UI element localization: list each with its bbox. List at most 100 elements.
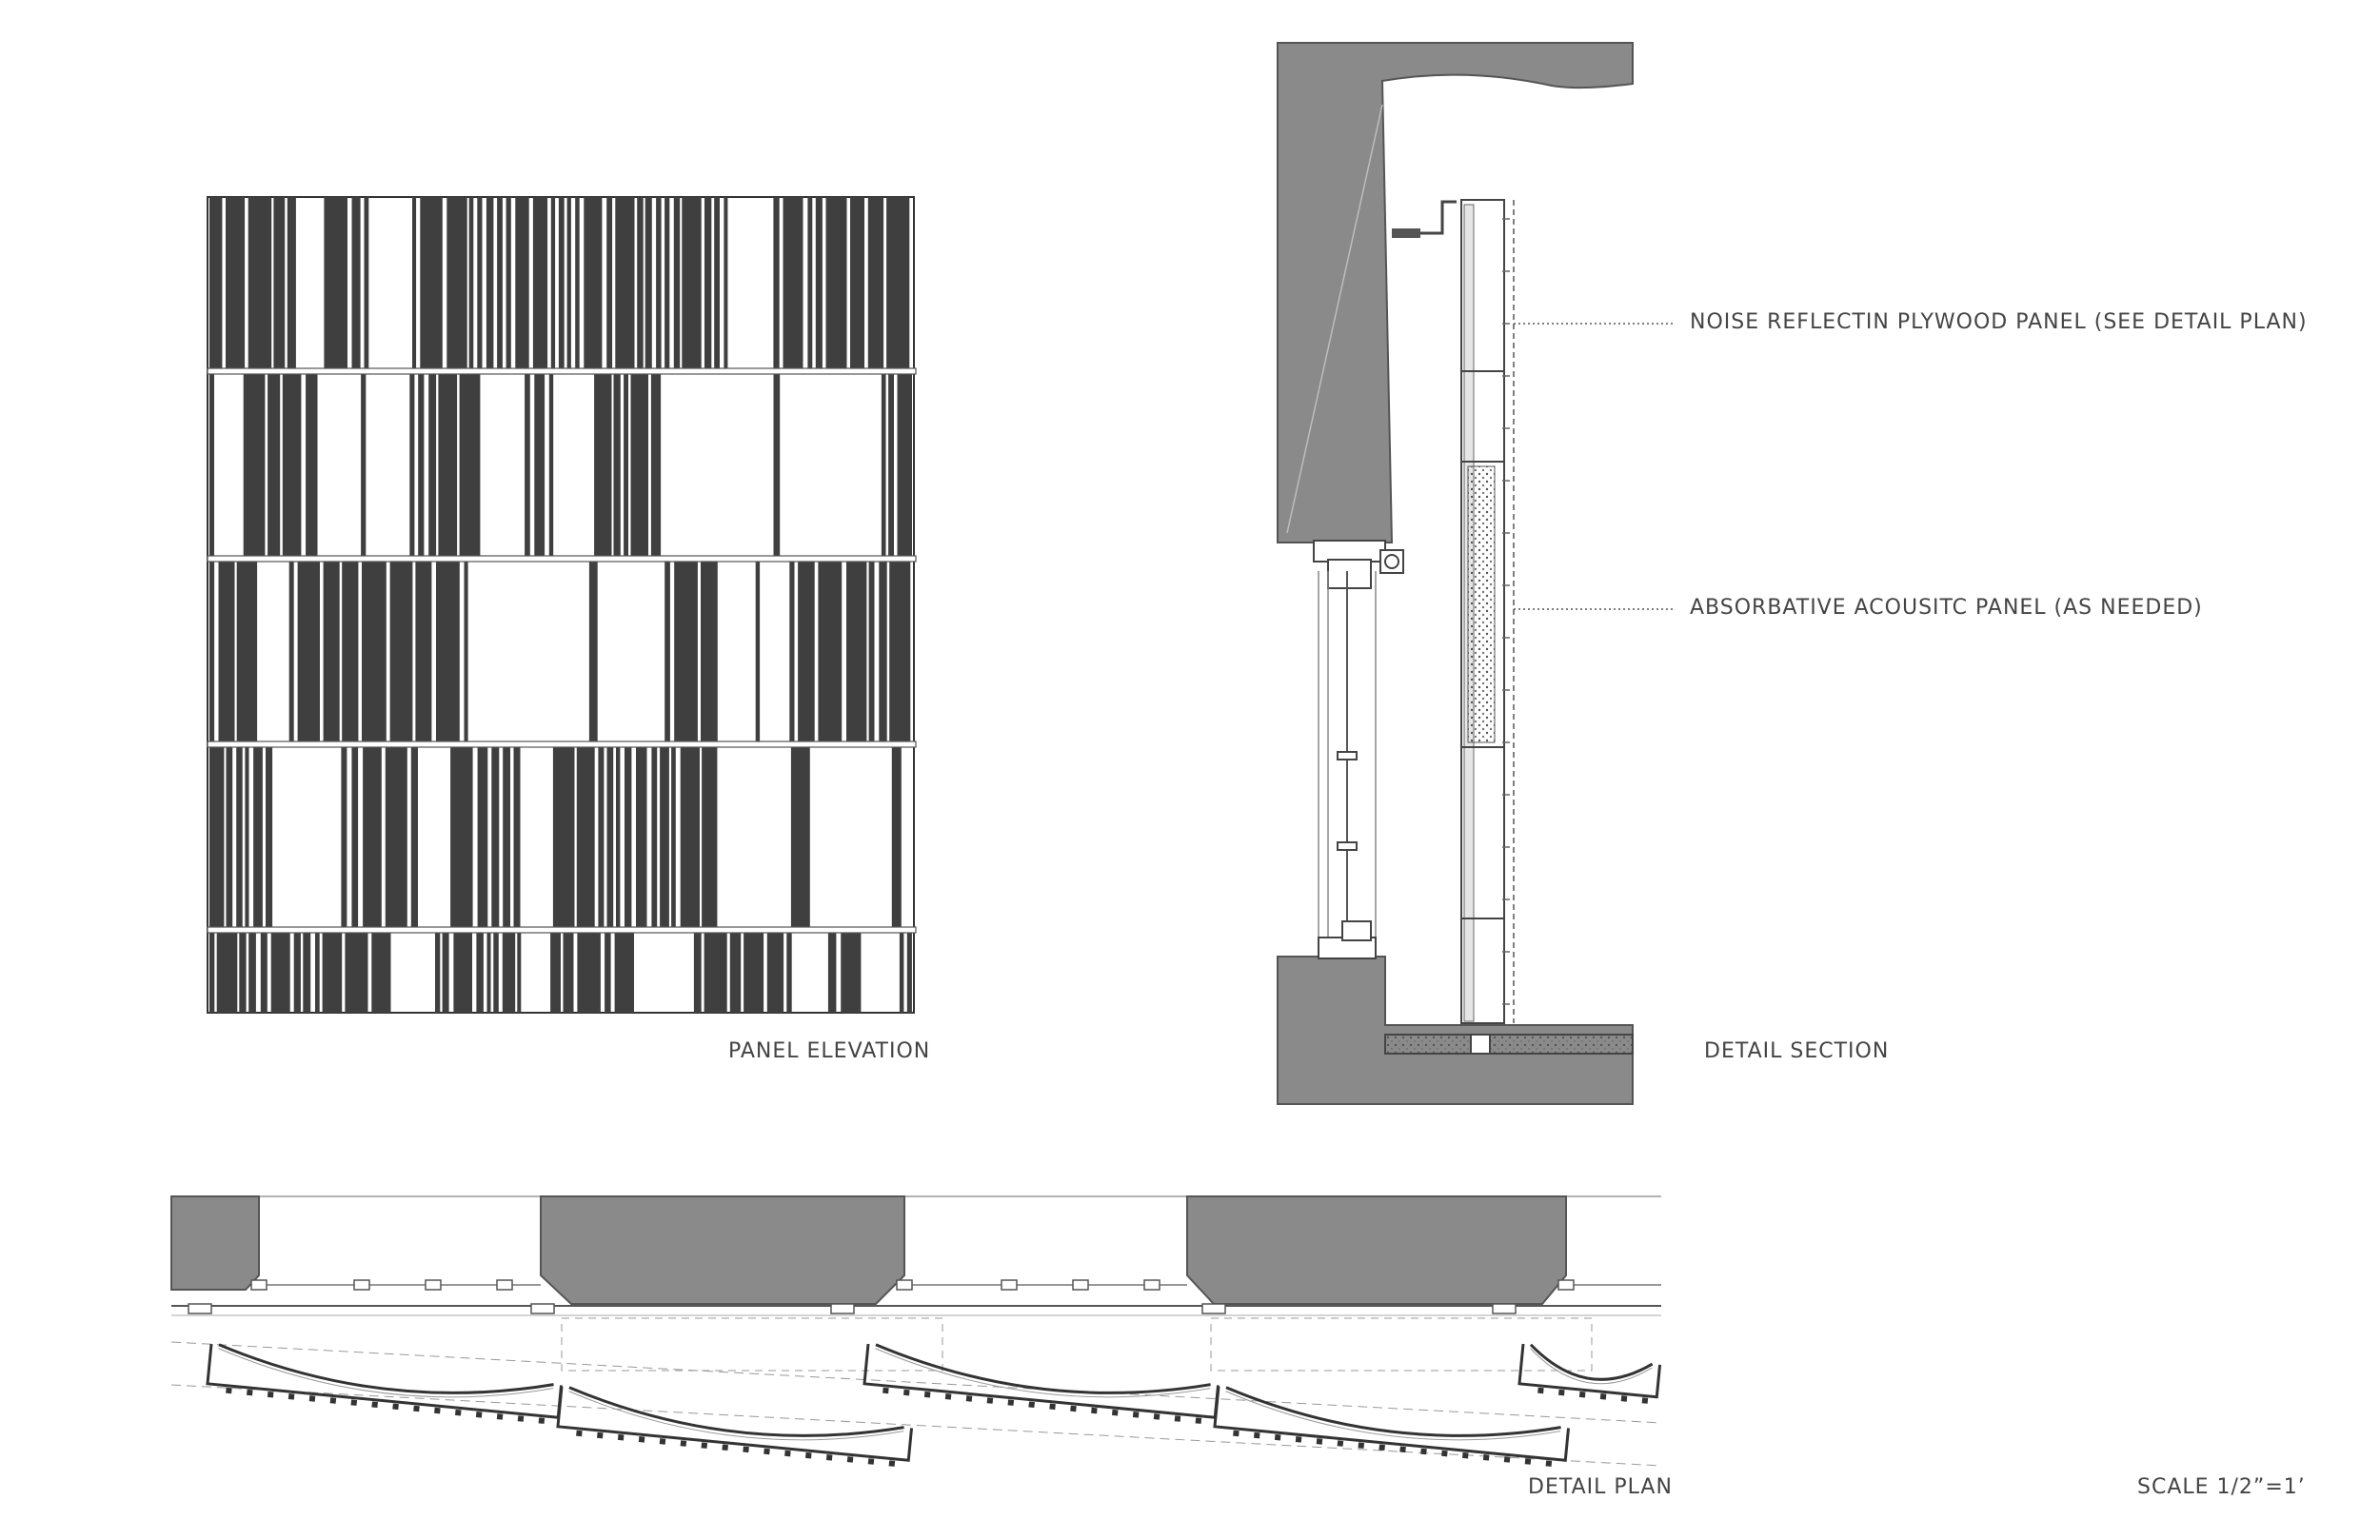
elevation-slat bbox=[324, 197, 347, 369]
plan-clip bbox=[1072, 1279, 1089, 1291]
panel-slat-dot bbox=[1558, 1389, 1565, 1396]
elevation-slat bbox=[459, 374, 481, 557]
elevation-slat bbox=[420, 197, 443, 369]
elevation-slat bbox=[464, 562, 468, 742]
panel-slat-dot bbox=[1578, 1391, 1586, 1398]
panel-elevation-label: PANEL ELEVATION bbox=[728, 1039, 931, 1063]
elevation-slat bbox=[846, 562, 867, 742]
panel-slat-dot bbox=[288, 1393, 295, 1400]
elevation-slat bbox=[477, 747, 488, 928]
panel-slat-dot bbox=[1070, 1405, 1077, 1412]
panel-curved-face-inner bbox=[218, 1348, 554, 1398]
elevation-slat bbox=[209, 197, 223, 369]
elevation-slat bbox=[287, 197, 296, 369]
panel-slat-dot bbox=[1195, 1417, 1202, 1424]
concrete-pier bbox=[170, 1195, 260, 1291]
panel-slat-dot bbox=[846, 1456, 854, 1463]
elevation-slat bbox=[253, 747, 263, 928]
panel-slat-dot bbox=[1537, 1387, 1544, 1394]
elevation-slat bbox=[588, 562, 598, 742]
window-sill-block bbox=[1341, 920, 1372, 941]
panel-slat-dot bbox=[1274, 1433, 1281, 1441]
panel-slat-dot bbox=[617, 1433, 625, 1441]
elevation-slat bbox=[673, 197, 681, 369]
panel-frame bbox=[863, 1343, 1220, 1419]
elevation-slat bbox=[656, 197, 662, 369]
elevation-slat bbox=[389, 562, 413, 742]
panel-slat-dot bbox=[538, 1417, 545, 1424]
panel-slat-dot bbox=[1091, 1407, 1098, 1414]
plan-clip bbox=[1001, 1279, 1018, 1291]
elevation-slat bbox=[650, 374, 662, 557]
elevation-slat bbox=[209, 374, 214, 557]
elevation-slat bbox=[575, 197, 580, 369]
elevation-slat bbox=[418, 374, 425, 557]
panel-slat-dot bbox=[455, 1409, 462, 1416]
panel-slat-dot bbox=[1316, 1438, 1323, 1445]
plan-panel bbox=[1213, 1386, 1571, 1467]
elevation-slat bbox=[613, 374, 621, 557]
elevation-slat bbox=[209, 933, 215, 1013]
panel-slat-dot bbox=[825, 1454, 833, 1461]
concrete-pier bbox=[1186, 1195, 1567, 1305]
elevation-slat bbox=[412, 197, 417, 369]
elevation-slat bbox=[891, 747, 902, 928]
elevation-slat bbox=[773, 197, 780, 369]
elevation-slat bbox=[515, 197, 529, 369]
elevation-slat bbox=[442, 933, 449, 1013]
elevation-slat bbox=[630, 374, 648, 557]
elevation-slat bbox=[818, 562, 843, 742]
elevation-slat bbox=[497, 197, 503, 369]
panel-frame bbox=[556, 1386, 914, 1462]
elevation-slat bbox=[410, 747, 418, 928]
elevation-slat bbox=[605, 933, 611, 1013]
mullion-clip bbox=[1337, 751, 1358, 760]
elevation-slat bbox=[825, 197, 847, 369]
panel-curved-face-inner bbox=[875, 1348, 1211, 1398]
elevation-slat bbox=[899, 933, 904, 1013]
panel-slat-dot bbox=[1132, 1412, 1140, 1418]
panel-slat-dot bbox=[350, 1399, 358, 1406]
elevation-slat bbox=[755, 562, 761, 742]
elevation-slat bbox=[786, 933, 792, 1013]
elevation-slat bbox=[790, 747, 810, 928]
elevation-slat bbox=[714, 197, 720, 369]
plan-clip bbox=[1143, 1279, 1160, 1291]
head-hatch-line bbox=[1286, 104, 1383, 534]
elevation-seam bbox=[207, 740, 917, 748]
elevation-slat bbox=[566, 197, 571, 369]
elevation-slat bbox=[594, 374, 612, 557]
elevation-slat bbox=[614, 933, 634, 1013]
concrete-sill bbox=[1277, 956, 1634, 1105]
elevation-slat bbox=[637, 197, 644, 369]
detail-plan bbox=[170, 1195, 1662, 1467]
panel-slat-dot bbox=[475, 1412, 483, 1418]
elevation-slat bbox=[209, 747, 225, 928]
plan-panels bbox=[206, 1343, 1662, 1467]
elevation-slat bbox=[270, 933, 290, 1013]
elevation-slat bbox=[371, 933, 391, 1013]
anchor-bolt bbox=[1392, 228, 1420, 238]
elevation-slat bbox=[888, 374, 894, 557]
elevation-slat bbox=[704, 933, 727, 1013]
elevation-slat bbox=[248, 933, 256, 1013]
elevation-slat bbox=[783, 197, 803, 369]
elevation-slat bbox=[789, 562, 795, 742]
elevation-slat bbox=[702, 747, 718, 928]
plan-dashed-zone bbox=[561, 1317, 943, 1372]
elevation-slat bbox=[415, 562, 432, 742]
elevation-slat bbox=[216, 933, 238, 1013]
elevation-slat bbox=[363, 747, 382, 928]
elevation-slat bbox=[724, 197, 728, 369]
panel-slat-dot bbox=[1599, 1393, 1607, 1400]
panel-curved-face bbox=[568, 1386, 904, 1437]
panel-slat-dot bbox=[1233, 1430, 1240, 1437]
elevation-slat bbox=[266, 747, 273, 928]
plan-base-clip bbox=[188, 1303, 212, 1314]
panel-slat-dot bbox=[805, 1451, 812, 1459]
panel-slat-dot bbox=[722, 1444, 728, 1451]
elevation-slat bbox=[897, 374, 912, 557]
panel-frame bbox=[206, 1343, 564, 1419]
panel-slat-dot bbox=[1545, 1460, 1553, 1467]
